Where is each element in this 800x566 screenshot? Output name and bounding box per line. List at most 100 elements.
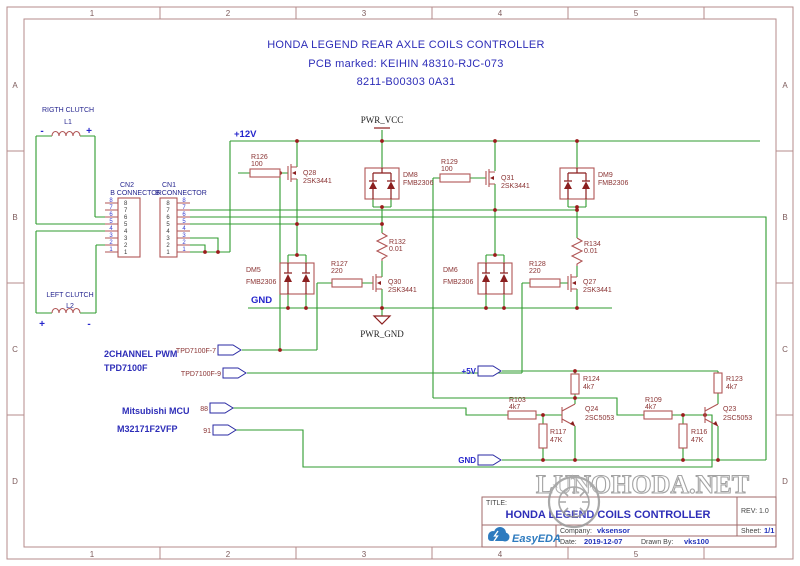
cn1-pad-number: 2 (182, 240, 186, 246)
part-value: 47K (691, 437, 704, 444)
cn2-pin-number: 1 (124, 250, 128, 256)
cn1-pin-number: 1 (166, 250, 170, 256)
resistor-R126[interactable]: R126 100 (249, 154, 281, 178)
resistor-R103[interactable]: R103 4k7 (507, 397, 537, 420)
port-5v[interactable]: +5V (462, 365, 502, 377)
resistor-R123[interactable]: R123 4k7 (713, 372, 743, 394)
wire-nets[interactable] (35, 130, 767, 468)
part-ref: R127 (331, 261, 348, 268)
connector-CN1[interactable]: CN1 B CONNECTOR 8 7 6 5 4 3 2 1 8 7 6 5 … (155, 182, 207, 258)
resistor-R129[interactable]: R129 100 (439, 159, 471, 183)
part-ref: R134 (584, 241, 601, 248)
cn1-pad-number: 3 (182, 233, 186, 239)
polarity-plus: + (39, 319, 45, 330)
part-ref: R123 (726, 376, 743, 383)
net-labels: +12V GND PWR_VCC PWR_GND (234, 115, 404, 339)
net-label-gnd: GND (251, 295, 272, 306)
pwm-block-line2: TPD7100F (104, 363, 148, 373)
title-label: TITLE: (486, 500, 507, 507)
part-value: 220 (529, 268, 541, 275)
mosfet-Q30[interactable]: Q30 2SK3441 (372, 274, 417, 294)
frame-col: 5 (634, 9, 639, 18)
inductor-L1[interactable]: RIGTH CLUTCH L1 - + (40, 107, 94, 137)
title-block-title: HONDA LEGEND COILS CONTROLLER (506, 509, 711, 521)
clutch-left-ref: L2 (66, 303, 74, 310)
cn1-pin-number: 4 (166, 229, 170, 235)
resistor-R128[interactable]: R128 220 (529, 261, 561, 288)
frame-row: D (12, 477, 18, 486)
frame-col: 3 (362, 9, 367, 18)
cn1-pin-number: 3 (166, 236, 170, 242)
header-line2: PCB marked: KEIHIN 48310-RJC-073 (308, 58, 503, 70)
company-value: vksensor (597, 526, 630, 535)
mosfet-Q28[interactable]: Q28 2SK3441 (287, 164, 332, 185)
easyeda-logo-icon (488, 527, 510, 542)
part-ref: R124 (583, 376, 600, 383)
cn1-pin-number: 6 (166, 215, 170, 221)
part-value: FMB2306 (403, 180, 433, 187)
port-label: TPD7100F-9 (181, 371, 221, 378)
part-ref: R117 (550, 429, 566, 436)
cn1-name: B CONNECTOR (155, 190, 207, 197)
part-ref: R126 (251, 154, 268, 161)
polarity-minus: - (87, 319, 90, 330)
port-gnd[interactable]: GND (458, 454, 502, 466)
dual-diode-DM9[interactable]: DM9 FMB2306 (559, 167, 628, 200)
transistor-Q23[interactable]: Q23 2SC5053 (704, 403, 752, 427)
cn1-pin-number: 8 (166, 201, 170, 207)
part-value: FMB2306 (443, 279, 473, 286)
frame-col: 1 (90, 9, 95, 18)
cn2-pin-number: 6 (124, 215, 128, 221)
mosfet-Q31[interactable]: Q31 2SK3441 (485, 169, 530, 190)
net-label-12v: +12V (234, 129, 257, 140)
resistor-R124[interactable]: R124 4k7 (570, 373, 600, 395)
part-ref: R109 (645, 397, 662, 404)
resistor-R109[interactable]: R109 4k7 (643, 397, 673, 420)
port-91[interactable]: 91 (203, 424, 237, 436)
resistor-R116[interactable]: R116 47K (678, 423, 707, 449)
inductor-L2[interactable]: LEFT CLUTCH L2 + - (39, 292, 94, 330)
cn1-pad-number: 4 (182, 226, 186, 232)
part-ref: Q24 (585, 406, 598, 413)
pwm-block-line1: 2CHANNEL PWM (104, 349, 177, 359)
part-value: 0.01 (389, 246, 403, 253)
port-tpd7100f-7[interactable]: TPD7100F-7 (176, 344, 242, 356)
part-ref: DM9 (598, 172, 613, 179)
port-label: TPD7100F-7 (176, 348, 216, 355)
drawn-by-value: vks100 (684, 537, 709, 546)
dual-diode-DM5[interactable]: DM5 FMB2306 (246, 262, 315, 295)
port-label: 88 (200, 406, 208, 413)
cn2-pin-number: 2 (124, 243, 128, 249)
resistor-R117[interactable]: R117 47K (538, 423, 566, 449)
part-value: 4k7 (583, 384, 594, 391)
resistor-R132[interactable]: R132 0.01 (375, 232, 406, 261)
part-ref: R128 (529, 261, 546, 268)
polarity-minus: - (40, 126, 43, 137)
part-ref: Q30 (388, 279, 401, 286)
resistor-R127[interactable]: R127 220 (331, 261, 363, 288)
cn1-pad-number: 6 (182, 212, 186, 218)
part-value: 100 (251, 161, 263, 168)
part-value: 2SC5053 (723, 415, 752, 422)
resistor-R134[interactable]: R134 0.01 (570, 237, 601, 266)
part-value: 4k7 (726, 384, 737, 391)
clutch-right-ref: L1 (64, 119, 72, 126)
part-ref: DM6 (443, 267, 458, 274)
port-tpd7100f-9[interactable]: TPD7100F-9 (181, 367, 247, 379)
part-value: 2SK3441 (303, 178, 332, 185)
mosfet-Q27[interactable]: Q27 2SK3441 (567, 274, 612, 294)
mcu-block-line2: M32171F2VFP (117, 424, 178, 434)
part-value: 47K (550, 437, 563, 444)
connector-CN2[interactable]: CN2 B CONNECTOR 8 7 6 5 4 3 2 1 8 7 6 5 … (105, 182, 162, 258)
dual-diode-DM6[interactable]: DM6 FMB2306 (443, 262, 513, 295)
frame-row: A (12, 81, 18, 90)
cn2-pad-number: 2 (109, 240, 113, 246)
port-88[interactable]: 88 (200, 402, 234, 414)
port-label: +5V (462, 367, 477, 376)
drawn-by-label: Drawn By: (641, 539, 673, 546)
dual-diode-DM8[interactable]: DM8 FMB2306 (364, 167, 433, 200)
transistor-Q24[interactable]: Q24 2SC5053 (561, 403, 614, 427)
polarity-plus: + (86, 126, 92, 137)
